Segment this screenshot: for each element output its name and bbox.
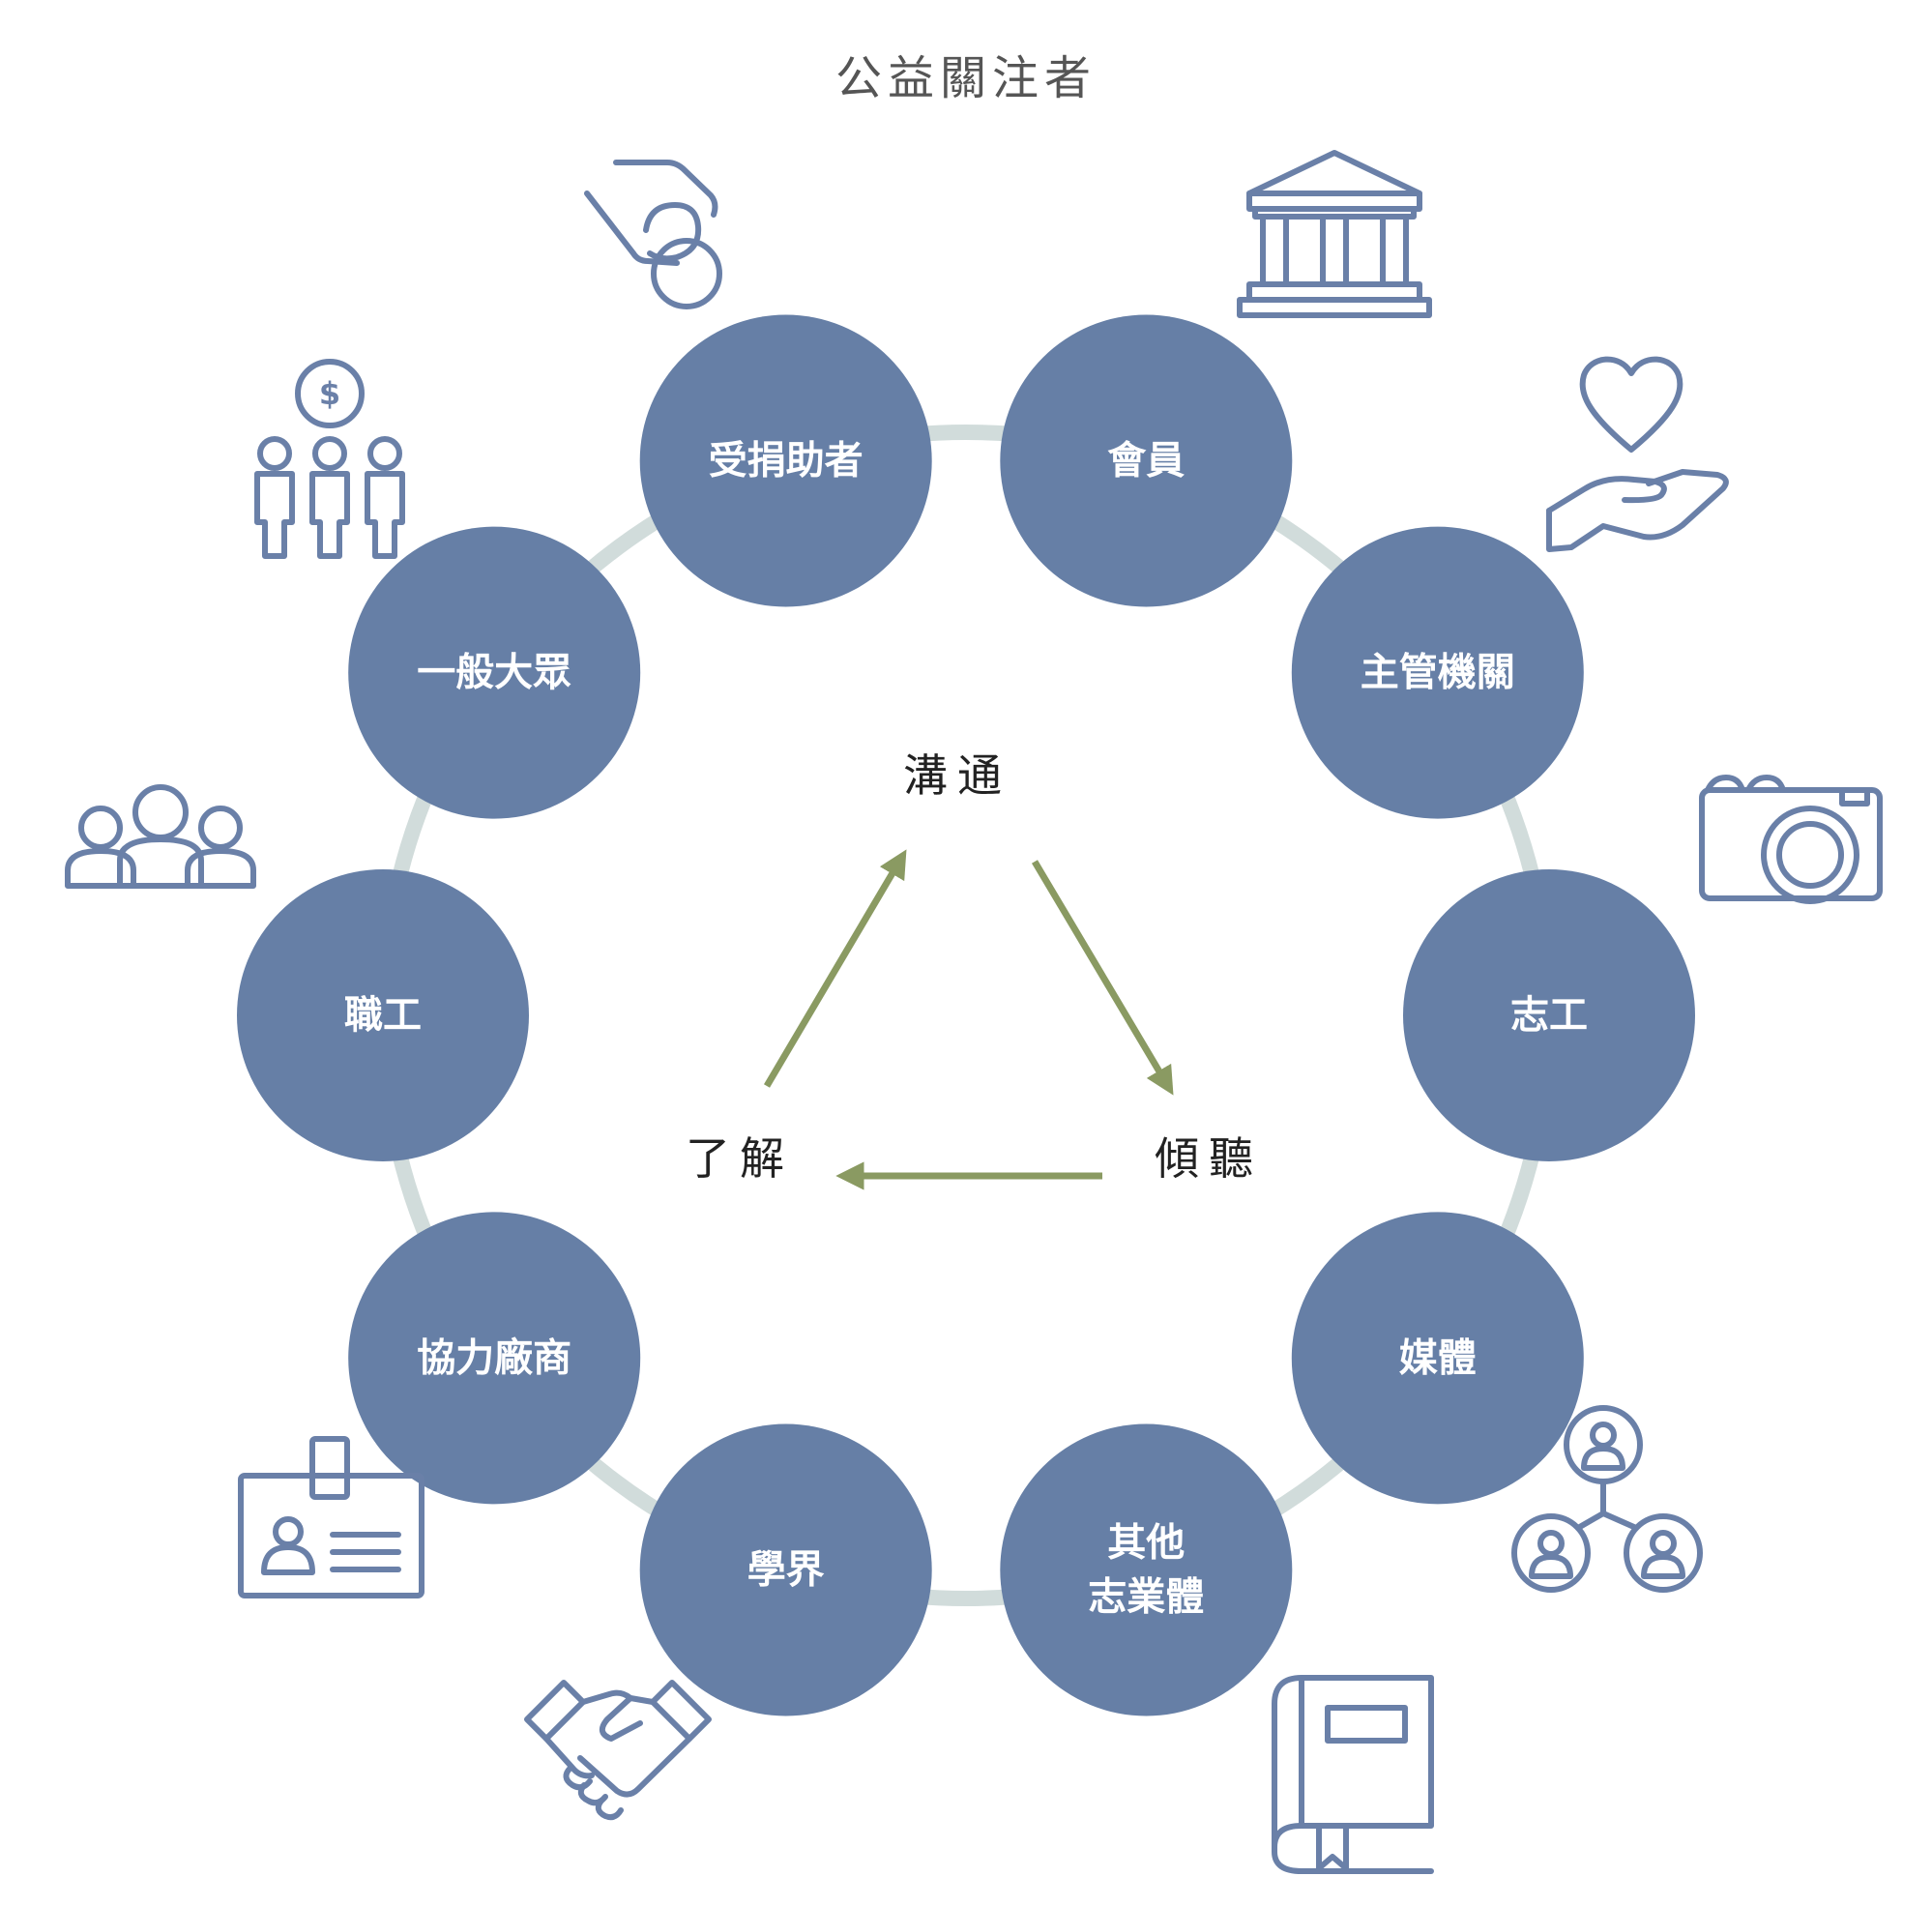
node-label: 其他: [1107, 1521, 1185, 1566]
node-circle: [1291, 1212, 1584, 1505]
node-label: 學界: [747, 1548, 825, 1593]
heart-hand-icon: [1546, 356, 1729, 552]
arrow-understand-to-communicate: [763, 849, 907, 1088]
coin-hand-icon: [584, 160, 722, 309]
group-people-icon: [65, 784, 256, 889]
cycle-label-understand: 了解: [686, 1132, 794, 1185]
node-volunteer: 志工: [1403, 869, 1695, 1161]
network-people-icon: [1511, 1405, 1703, 1593]
node-member: 會員: [1000, 314, 1293, 607]
node-vendors: 協力廠商: [348, 1212, 641, 1505]
handshake-icon: [524, 1680, 712, 1821]
people-dollar-icon: [254, 359, 405, 559]
node-circle: [1403, 869, 1695, 1161]
node-label: 會員: [1107, 439, 1185, 484]
arrow-communicate-to-listen: [1031, 860, 1174, 1096]
node-circle: [348, 526, 641, 819]
camera-icon: [1699, 775, 1883, 904]
dollar-sign: $: [319, 375, 340, 412]
node-circle: [348, 1212, 641, 1505]
node-circle: [237, 869, 529, 1161]
cycle-label-communicate: 溝通: [903, 749, 1011, 802]
node-label: 協力廠商: [417, 1335, 571, 1380]
node-label: 媒體: [1399, 1335, 1477, 1380]
node-label: 受捐助者: [709, 439, 864, 484]
cycle-label-listen: 傾聽: [1155, 1132, 1263, 1185]
node-public: 一般大眾: [348, 526, 641, 819]
government-building-icon: [1237, 150, 1432, 318]
id-badge-icon: [238, 1436, 424, 1598]
node-label: 一般大眾: [417, 651, 571, 695]
node-label: 志工: [1510, 993, 1588, 1038]
book-icon: [1272, 1675, 1434, 1874]
node-academia: 學界: [639, 1423, 932, 1716]
node-label: 職工: [344, 993, 422, 1038]
node-label: 志業體: [1088, 1575, 1204, 1620]
node-beneficiaries: 受捐助者: [639, 314, 932, 607]
node-circle: [639, 314, 932, 607]
node-staff: 職工: [237, 869, 529, 1161]
node-label: 主管機關: [1361, 651, 1515, 695]
node-circle: [1291, 526, 1584, 819]
node-circle: [1000, 314, 1293, 607]
diagram-title: 公益關注者: [835, 51, 1097, 105]
node-circle: [1000, 1423, 1293, 1716]
node-circle: [639, 1423, 932, 1716]
node-authority: 主管機關: [1291, 526, 1584, 819]
node-media: 媒體: [1291, 1212, 1584, 1505]
